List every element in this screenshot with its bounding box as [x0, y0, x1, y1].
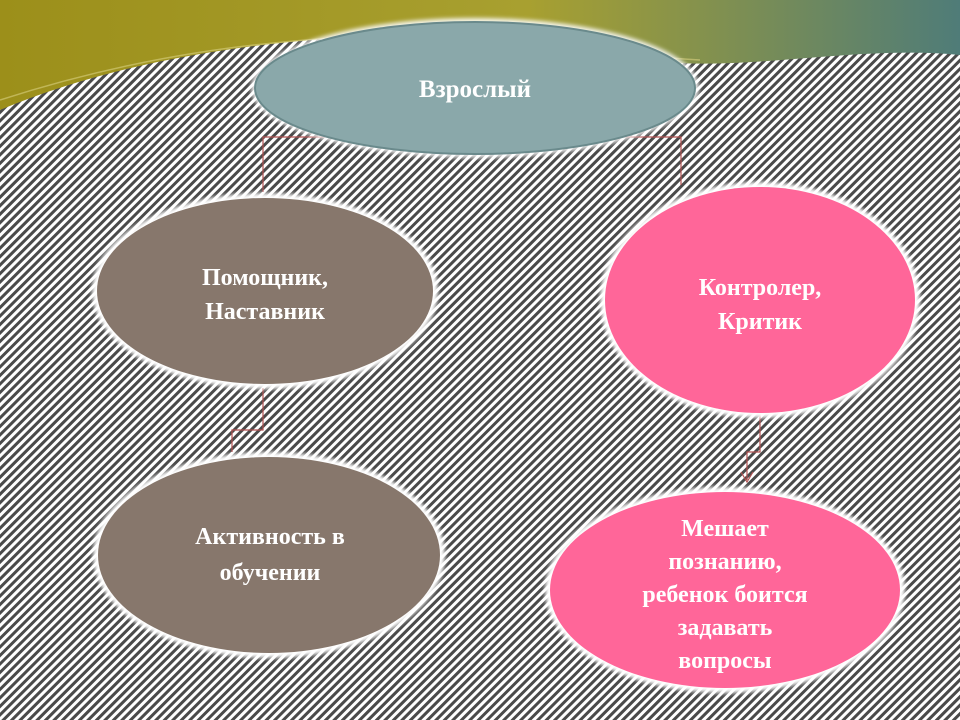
node-helper-label: Помощник, Наставник — [202, 265, 328, 325]
node-activity-shape — [93, 452, 445, 658]
node-helper-shape — [92, 193, 438, 389]
node-controller-shape — [600, 182, 920, 418]
connector-helper-activity — [231, 388, 264, 452]
node-hinders-shape — [545, 487, 905, 693]
node-adult-shape — [251, 18, 699, 158]
top-banner — [0, 0, 960, 110]
node-controller-label: Контролер, Критик — [698, 275, 822, 335]
arrowhead — [740, 471, 754, 484]
node-hinders-label: Мешает познанию, ребенок боится задавать… — [642, 515, 808, 674]
node-activity-label: Активность в обучении — [195, 524, 345, 586]
node-adult-label: Взрослый — [418, 76, 532, 103]
connector-controller-hinders — [746, 412, 761, 480]
